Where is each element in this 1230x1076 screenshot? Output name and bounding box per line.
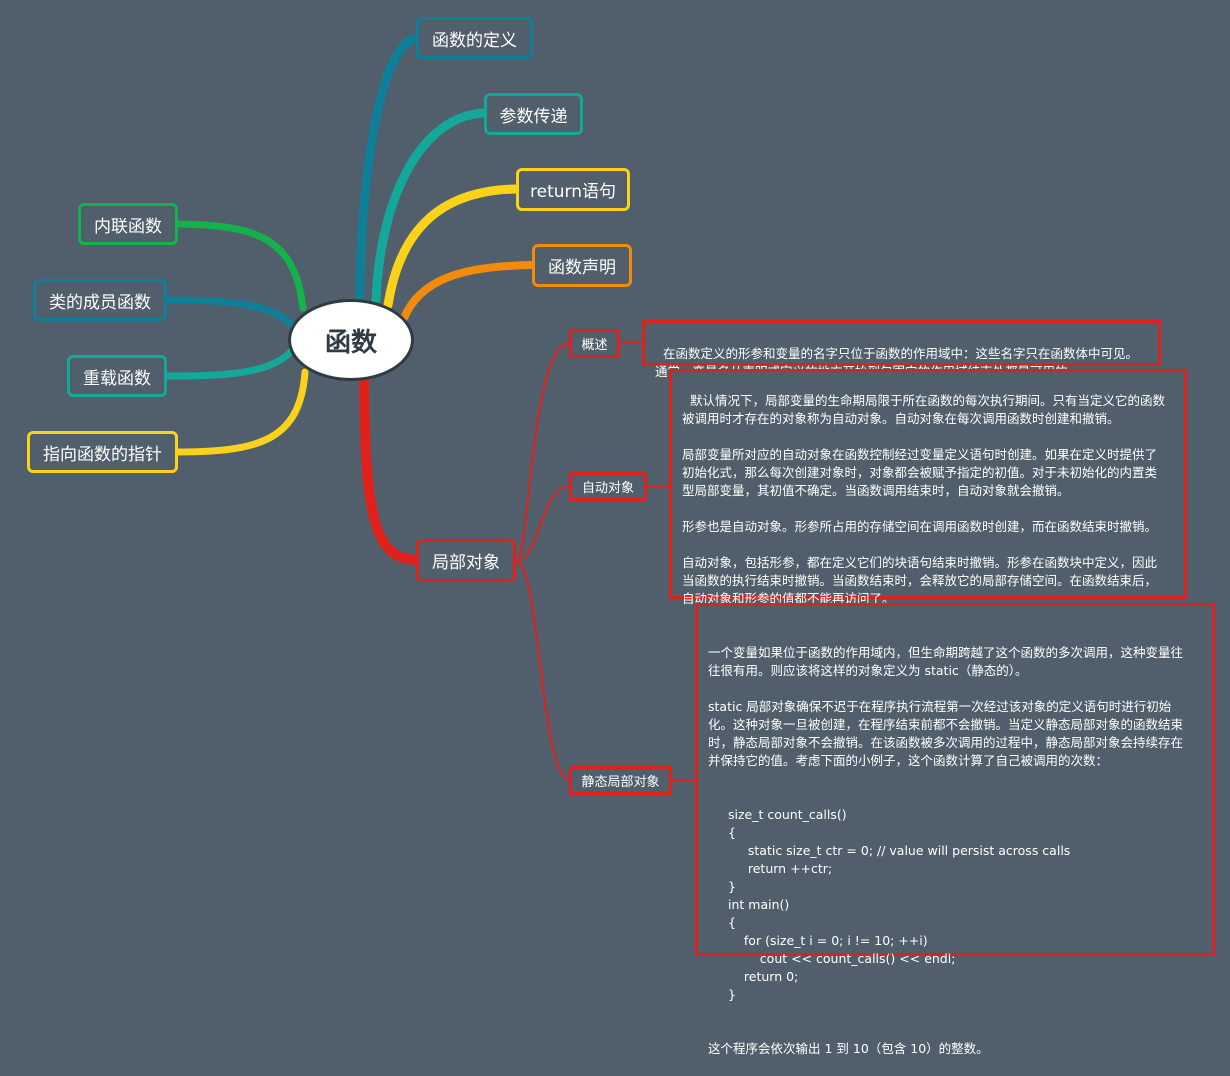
note-overview: 在函数定义的形参和变量的名字只位于函数的作用域中：这些名字只在函数体中可见。 通… xyxy=(642,320,1161,379)
topic-label: 指向函数的指针 xyxy=(43,444,162,465)
topic-label: 重载函数 xyxy=(83,368,151,389)
topic-overloaded-function[interactable]: 重载函数 xyxy=(67,355,167,397)
root-topic[interactable]: 函数 xyxy=(288,299,414,381)
topic-label: 局部对象 xyxy=(432,553,500,573)
edge-inline-function xyxy=(174,220,307,312)
edge-overview xyxy=(515,342,571,562)
topic-function-pointer[interactable]: 指向函数的指针 xyxy=(27,431,178,473)
topic-local-objects[interactable]: 局部对象 xyxy=(416,539,516,582)
topic-label: 类的成员函数 xyxy=(49,292,151,313)
topic-label: 参数传递 xyxy=(499,106,568,127)
subtopic-label: 静态局部对象 xyxy=(581,775,660,790)
edge-local-objects xyxy=(359,375,423,565)
subtopic-overview[interactable]: 概述 xyxy=(569,329,620,358)
note-static-outro: 这个程序会依次输出 1 到 10（包含 10）的整数。 xyxy=(708,1041,989,1056)
root-topic-label: 函数 xyxy=(324,327,377,358)
topic-parameter-passing[interactable]: 参数传递 xyxy=(484,93,583,135)
edge-parameter-passing xyxy=(371,108,490,305)
edge-auto-objects xyxy=(515,485,571,562)
edge-function-declaration xyxy=(400,261,537,322)
topic-label: 函数的定义 xyxy=(432,30,517,51)
topic-inline-function[interactable]: 内联函数 xyxy=(78,203,178,245)
topic-function-definition[interactable]: 函数的定义 xyxy=(416,17,533,59)
note-auto-objects: 默认情况下，局部变量的生命期局限于所在函数的每次执行期间。只有当定义它的函数 被… xyxy=(669,369,1187,606)
subtopic-label: 概述 xyxy=(581,338,608,353)
topic-label: 内联函数 xyxy=(94,216,162,237)
subtopic-label: 自动对象 xyxy=(581,481,634,496)
topic-member-function[interactable]: 类的成员函数 xyxy=(33,279,167,321)
note-static-local: 一个变量如果位于函数的作用域内，但生命期跨越了这个函数的多次调用，这种变量往 往… xyxy=(695,603,1215,1056)
topic-function-declaration[interactable]: 函数声明 xyxy=(532,244,632,287)
topic-label: 函数声明 xyxy=(548,258,616,278)
topic-return-statement[interactable]: return语句 xyxy=(516,168,630,211)
edge-static-local xyxy=(515,560,571,781)
subtopic-auto-objects[interactable]: 自动对象 xyxy=(569,472,647,501)
note-static-intro: 一个变量如果位于函数的作用域内，但生命期跨越了这个函数的多次调用，这种变量往 往… xyxy=(708,645,1184,768)
edge-function-definition xyxy=(355,33,423,305)
subtopic-static-local[interactable]: 静态局部对象 xyxy=(569,766,672,795)
edge-overloaded-function xyxy=(162,346,296,380)
edge-member-function xyxy=(162,296,296,329)
edge-return-statement xyxy=(383,184,522,310)
note-static-code: size_t count_calls() { static size_t ctr… xyxy=(728,807,1071,1002)
note-auto-objects-text: 默认情况下，局部变量的生命期局限于所在函数的每次执行期间。只有当定义它的函数 被… xyxy=(682,393,1165,606)
topic-label: return语句 xyxy=(530,182,616,202)
edge-function-pointer xyxy=(173,368,309,456)
